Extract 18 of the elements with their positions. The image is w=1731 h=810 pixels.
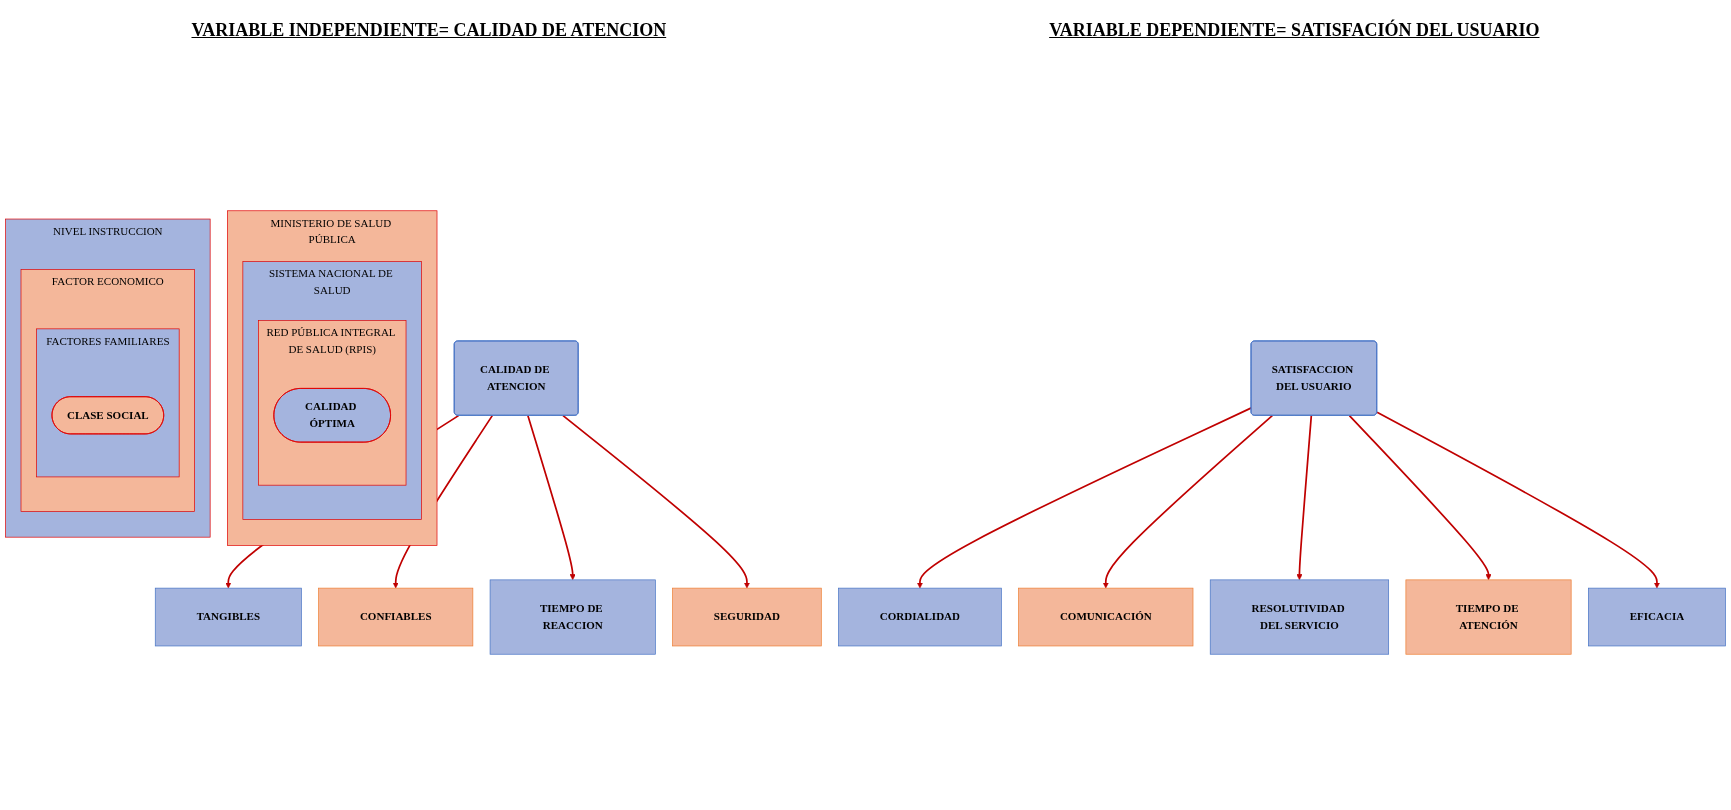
arrow	[562, 414, 750, 589]
arrow	[1102, 414, 1274, 589]
node-box: EFICACIA	[1588, 587, 1726, 647]
heading: VARIABLE DEPENDIENTE= SATISFACIÓN DEL USUARIO	[1049, 19, 1540, 41]
node-box: TANGIBLES	[154, 587, 302, 647]
arrow	[1376, 411, 1660, 589]
heading: VARIABLE INDEPENDIENTE= CALIDAD DE ATENCION	[191, 19, 667, 41]
arrow	[527, 414, 576, 581]
node-box: TIEMPO DE REACCION	[489, 579, 656, 655]
arrow	[1296, 414, 1313, 581]
node-box: TIEMPO DE ATENCIÓN	[1405, 579, 1572, 655]
node-box: CONFIABLES	[318, 587, 474, 647]
arrow	[1348, 414, 1492, 581]
node-box: COMUNICACIÓN	[1018, 587, 1194, 647]
arrow	[916, 407, 1253, 589]
node-box: SEGURIDAD	[672, 587, 822, 647]
node-box: CORDIALIDAD	[838, 587, 1002, 647]
node-box: RESOLUTIVIDAD DEL SERVICIO	[1209, 579, 1389, 655]
